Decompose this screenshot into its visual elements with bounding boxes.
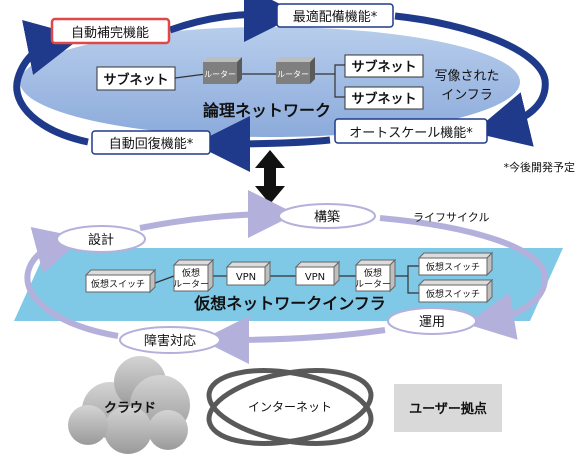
stage-build-bubble [278, 203, 376, 229]
stage-design-bubble [56, 225, 146, 253]
stage-operate-bubble [387, 307, 477, 335]
upper-connectors [174, 64, 345, 98]
subnet-label-right-2: サブネット [351, 91, 416, 107]
lifecycle-label: ライフサイクル [413, 211, 489, 224]
feature-auto-complement: 自動補完機能 [71, 26, 149, 41]
mapping-double-arrow [255, 150, 285, 204]
cloud-label: クラウド [104, 401, 156, 416]
feature-auto-recovery: 自動回復機能* [109, 136, 194, 152]
virtual-router-left-line1: 仮想 [182, 267, 200, 279]
vpn-box-2: VPN [294, 260, 341, 287]
stage-incident-bubble [119, 326, 221, 354]
feature-optimal-deploy: 最適配備機能* [293, 9, 378, 25]
vpn-label-2: VPN [305, 272, 325, 283]
future-dev-note: *今後開発予定 [504, 160, 576, 174]
virtual-switch-left-label: 仮想スイッチ [91, 278, 145, 290]
virtual-connectors [154, 265, 419, 294]
user-site-box [394, 384, 502, 432]
router-label-2: ルーター [277, 70, 309, 79]
stage-incident: 障害対応 [144, 333, 196, 349]
feature-optimal-deploy-box [276, 3, 394, 28]
internet-rings [206, 368, 374, 446]
mapped-infra-line1: 写像された [434, 69, 499, 84]
router-box-2: ルーター [276, 57, 315, 84]
subnet-box-right-1 [344, 54, 424, 78]
subnet-box-left [96, 66, 176, 91]
virtual-switch-box-right-1: 仮想スイッチ [417, 251, 494, 277]
router-label-1: ルーター [204, 70, 236, 79]
virtual-router-box-left: 仮想 ルーター [172, 258, 215, 293]
virtual-switch-box-left: 仮想スイッチ [84, 268, 157, 294]
subnet-label-right-1: サブネット [351, 59, 416, 75]
stage-operate: 運用 [419, 315, 445, 330]
feature-auto-scale: オートスケール機能* [349, 126, 473, 141]
virtual-infra-title: 仮想ネットワークインフラ [193, 294, 386, 313]
lifecycle-loop [24, 190, 549, 364]
virtual-router-left-line2: ルーター [173, 279, 209, 290]
virtual-router-box-right: 仮想 ルーター [354, 258, 397, 293]
vpn-label-1: VPN [236, 272, 256, 283]
virtual-router-right-line1: 仮想 [364, 267, 382, 279]
vpn-box-1: VPN [225, 260, 272, 287]
virtual-switch-right-1-label: 仮想スイッチ [426, 261, 480, 273]
logical-network-title: 論理ネットワーク [203, 101, 331, 120]
feature-auto-complement-box [50, 17, 171, 45]
mapped-infra-line2: インフラ [441, 88, 493, 103]
upper-cycle-arrows [13, 0, 549, 172]
virtual-switch-right-2-label: 仮想スイッチ [426, 288, 480, 300]
stage-build: 構築 [314, 210, 340, 225]
cloud-shape [68, 356, 190, 454]
user-site-label: ユーザー拠点 [409, 401, 487, 417]
stage-design: 設計 [88, 232, 114, 248]
router-box-1: ルーター [203, 57, 242, 84]
subnet-label-left: サブネット [103, 72, 168, 88]
virtual-router-right-line2: ルーター [355, 279, 391, 290]
feature-auto-recovery-box [91, 130, 211, 155]
subnet-box-right-2 [344, 86, 424, 110]
feature-auto-scale-box [334, 118, 488, 144]
virtual-switch-box-right-2: 仮想スイッチ [417, 278, 494, 304]
internet-label: インターネット [248, 400, 332, 414]
